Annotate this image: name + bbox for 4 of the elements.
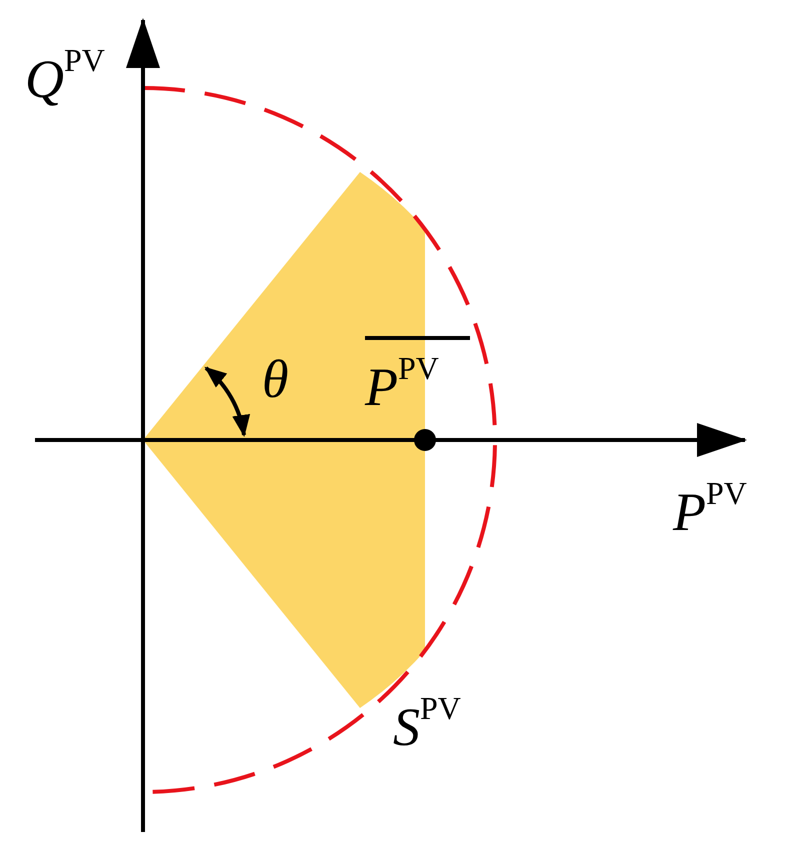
axis-label: P$^{PV}$ xyxy=(673,485,747,539)
axis-label: S$^{PV}$ xyxy=(393,700,461,754)
angle-label: θ xyxy=(262,352,289,406)
axis-label: Q$^{PV}$ xyxy=(25,52,105,106)
